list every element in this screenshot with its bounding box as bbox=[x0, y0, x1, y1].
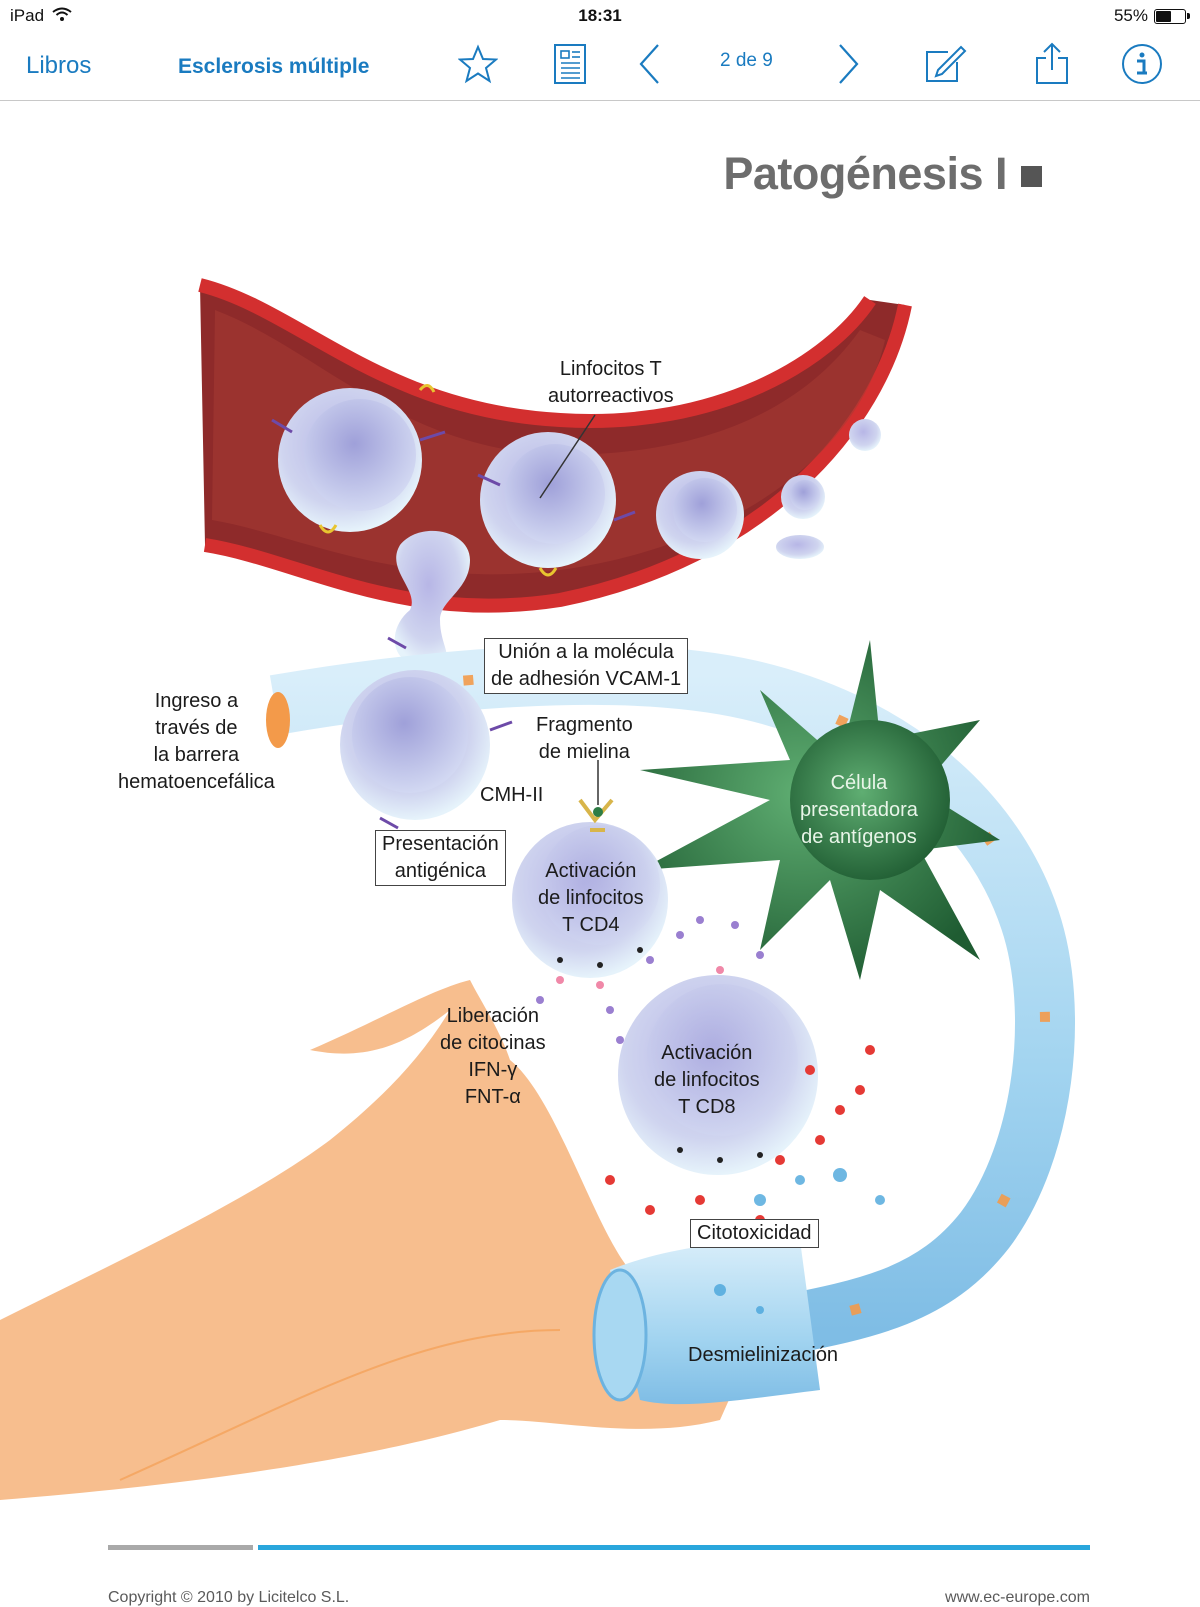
label-line: de antígenos bbox=[801, 826, 917, 848]
label-line: de linfocitos bbox=[538, 887, 644, 909]
lymphocyte bbox=[480, 432, 616, 568]
label-line: T CD8 bbox=[678, 1096, 736, 1118]
label-line: IFN-γ bbox=[468, 1059, 518, 1081]
cytokine-particles bbox=[536, 916, 875, 1225]
footer-divider-gray bbox=[108, 1545, 253, 1550]
label-fragmento-mielina: Fragmento de mielina bbox=[536, 712, 633, 766]
lymphocyte bbox=[849, 419, 881, 451]
label-ingreso-barrera: Ingreso a través de la barrera hematoenc… bbox=[118, 688, 275, 796]
info-icon[interactable] bbox=[1118, 40, 1166, 88]
copyright-text: Copyright © 2010 by Licitelco S.L. bbox=[108, 1589, 350, 1606]
label-line: Activación bbox=[661, 1042, 753, 1064]
book-title[interactable]: Esclerosis múltiple bbox=[178, 55, 370, 78]
label-line: través de bbox=[155, 717, 238, 739]
label-liberacion-citocinas: Liberación de citocinas IFN-γ FNT-α bbox=[440, 1003, 546, 1111]
footer-divider-blue bbox=[258, 1545, 1090, 1550]
lymphocyte bbox=[781, 475, 825, 519]
library-back-button[interactable]: Libros bbox=[26, 52, 92, 79]
label-line: Unión a la molécula bbox=[498, 641, 674, 663]
clock: 18:31 bbox=[578, 6, 622, 25]
label-line: de linfocitos bbox=[654, 1069, 760, 1091]
antigen-presenting-cell bbox=[640, 640, 1000, 980]
label-line: antigénica bbox=[394, 860, 486, 882]
lymphocyte bbox=[776, 535, 824, 559]
website-link[interactable]: www.ec-europe.com bbox=[945, 1589, 1090, 1606]
label-line: FNT-α bbox=[464, 1086, 521, 1108]
label-line: de adhesión VCAM-1 bbox=[491, 668, 682, 690]
label-line: autorreactivos bbox=[548, 385, 674, 407]
share-icon[interactable] bbox=[1028, 40, 1076, 88]
status-bar: iPad 18:31 55% bbox=[0, 0, 1200, 32]
annotate-icon[interactable] bbox=[922, 40, 970, 88]
lymphocyte-at-barrier bbox=[340, 670, 490, 820]
pathogenesis-illustration bbox=[0, 278, 1075, 1500]
battery-percent: 55% bbox=[1113, 6, 1148, 25]
label-line: la barrera bbox=[153, 744, 240, 766]
table-of-contents-icon[interactable] bbox=[546, 40, 594, 88]
label-citotoxicidad: Citotoxicidad bbox=[690, 1219, 819, 1248]
label-line: Ingreso a bbox=[154, 690, 239, 712]
label-line: Activación bbox=[545, 860, 637, 882]
page-heading: Patogénesis I bbox=[723, 148, 1042, 200]
label-line: de mielina bbox=[538, 741, 630, 763]
page-indicator: 2 de 9 bbox=[720, 50, 773, 71]
heading-square-marker bbox=[1021, 166, 1042, 187]
lymphocyte bbox=[278, 388, 422, 532]
label-cmh-ii: CMH-II bbox=[480, 784, 544, 806]
label-presentacion-antigenica: Presentación antigénica bbox=[375, 830, 506, 886]
lymphocytes-in-vessel bbox=[271, 384, 881, 830]
cd8-lymphocyte bbox=[618, 975, 818, 1175]
chevron-left-icon[interactable] bbox=[626, 40, 674, 88]
page-heading-text: Patogénesis I bbox=[723, 148, 1007, 199]
label-line: de citocinas bbox=[440, 1032, 546, 1054]
label-line: presentadora bbox=[800, 799, 918, 821]
label-line: Célula bbox=[830, 772, 888, 794]
label-celula-presentadora: Célula presentadora de antígenos bbox=[800, 770, 918, 851]
device-name: iPad bbox=[10, 6, 45, 25]
label-line: Presentación bbox=[382, 833, 499, 855]
label-linfocitos-t: Linfocitos T autorreactivos bbox=[548, 356, 674, 410]
neuron-axon bbox=[0, 980, 760, 1500]
star-icon[interactable] bbox=[454, 40, 502, 88]
callout-line bbox=[539, 414, 596, 499]
chevron-right-icon[interactable] bbox=[824, 40, 872, 88]
reader-toolbar: Libros Esclerosis múltiple 2 de 9 bbox=[0, 32, 1200, 101]
label-activacion-cd8: Activación de linfocitos T CD8 bbox=[654, 1040, 760, 1121]
migrating-lymphocyte bbox=[394, 530, 470, 666]
cd4-lymphocyte bbox=[512, 822, 668, 978]
battery-icon bbox=[1154, 8, 1190, 24]
label-line: T CD4 bbox=[562, 914, 620, 936]
label-activacion-cd4: Activación de linfocitos T CD4 bbox=[538, 858, 644, 939]
label-desmielinizacion: Desmielinización bbox=[688, 1344, 839, 1366]
mhc-myelin-complex bbox=[578, 798, 614, 832]
label-line: Linfocitos T bbox=[559, 358, 662, 380]
label-line: Liberación bbox=[446, 1005, 539, 1027]
label-line: Fragmento bbox=[536, 714, 633, 736]
label-union-vcam: Unión a la molécula de adhesión VCAM-1 bbox=[484, 638, 689, 694]
wifi-icon bbox=[52, 6, 72, 26]
label-line: hematoencefálica bbox=[118, 771, 275, 793]
lymphocyte bbox=[656, 471, 744, 559]
